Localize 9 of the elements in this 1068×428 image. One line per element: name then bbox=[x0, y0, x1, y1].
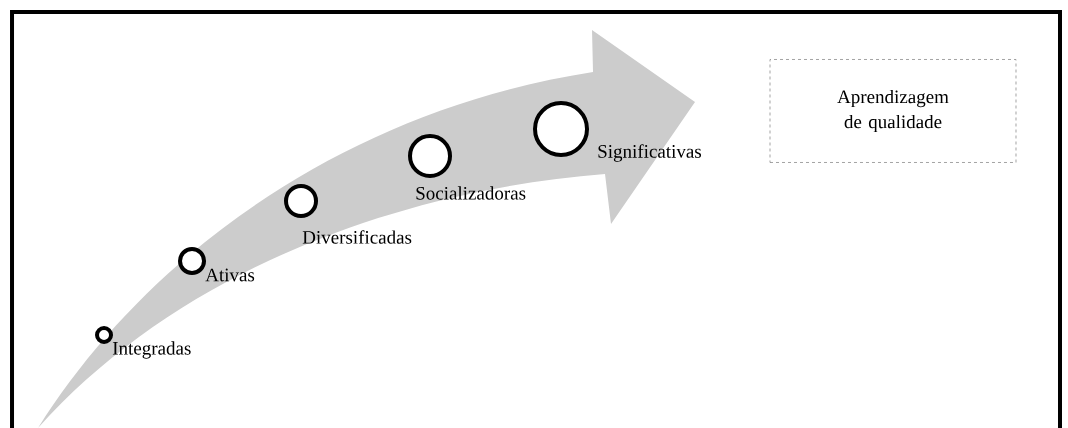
outcome-box: Aprendizagem de qualidade bbox=[769, 59, 1017, 163]
stage-label: Significativas bbox=[598, 144, 701, 162]
circle-marker bbox=[178, 247, 206, 275]
stage-label: Diversificadas bbox=[302, 230, 412, 244]
circle-marker bbox=[284, 184, 318, 218]
stage-label: Socializadoras bbox=[416, 186, 526, 200]
stage-label: Integradas bbox=[112, 341, 191, 359]
stage-label: Ativas bbox=[205, 268, 255, 282]
circle-marker bbox=[95, 326, 113, 344]
